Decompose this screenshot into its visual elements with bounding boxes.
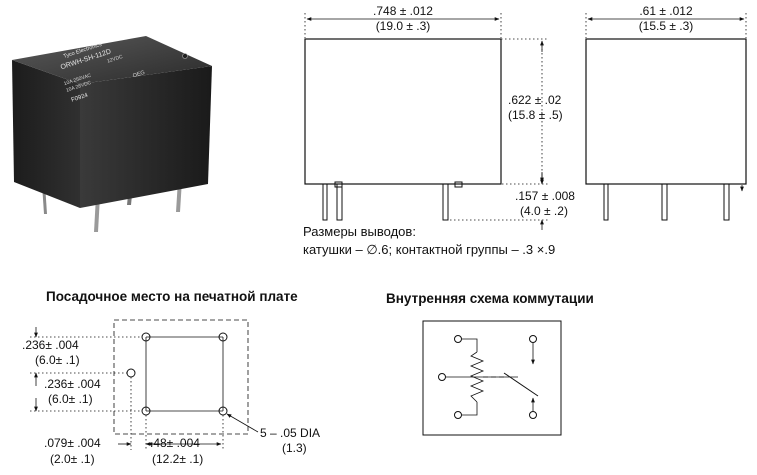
front-pin	[442, 183, 449, 221]
dim-3-in: .079± .004	[44, 436, 101, 450]
side-view-drawing: .61 ± .012 (15.5 ± .3)	[585, 4, 747, 221]
hole-icon	[218, 332, 228, 342]
coil-text: 12VDC	[106, 54, 124, 65]
front-width-mm: (19.0 ± .3)	[376, 19, 431, 33]
schematic-heading: Внутренняя схема коммутации	[386, 291, 594, 306]
side-view-body	[585, 38, 747, 185]
dim-2-in: .236± .004	[44, 377, 101, 391]
footprint-heading: Посадочное место на печатной плате	[46, 289, 298, 304]
hole-icon	[126, 368, 136, 378]
terminal-icon	[454, 411, 462, 419]
pin-length-in: .157 ± .008	[515, 189, 575, 203]
dim-1-in: .236± .004	[22, 338, 79, 352]
pcb-footprint: Посадочное место на печатной плате .236±…	[22, 289, 320, 466]
dim-2-mm: (6.0± .1)	[48, 392, 93, 406]
relay-photo: Tyco Electronics ORWH-SH-112D 12VDC 10A …	[12, 36, 212, 232]
hole-icon	[141, 332, 151, 342]
terminal-icon	[529, 411, 537, 419]
front-view-drawing: .748 ± .012 (19.0 ± .3) .622 ± .02 (15.8…	[304, 4, 575, 230]
front-pin	[336, 183, 343, 221]
front-height-in: .622 ± .02	[508, 93, 562, 107]
terminal-icon	[529, 335, 537, 343]
dim-4-in: .48± .004	[150, 436, 200, 450]
switch-contact-icon	[503, 372, 539, 397]
pin-note-line1: Размеры выводов:	[303, 224, 416, 239]
date-code: F0924	[71, 92, 90, 103]
dim-3-mm: (2.0± .1)	[50, 452, 95, 466]
side-width-in: .61 ± .012	[639, 4, 693, 18]
pin-note-line2: катушки – ∅.6; контактной группы – .3 ×.…	[303, 242, 555, 257]
dim-1-mm: (6.0± .1)	[35, 353, 80, 367]
terminal-icon	[454, 335, 462, 343]
country-text: OEG	[132, 70, 145, 79]
front-view-body	[304, 38, 502, 185]
schematic-frame	[422, 320, 562, 436]
pin1-dot-icon	[182, 53, 188, 59]
front-height-mm: (15.8 ± .5)	[508, 108, 563, 122]
side-pin	[661, 183, 668, 221]
side-pin	[723, 183, 730, 221]
side-width-mm: (15.5 ± .3)	[639, 19, 694, 33]
internal-schematic: Внутренняя схема коммутации	[386, 291, 594, 436]
pin-length-mm: (4.0 ± .2)	[520, 204, 568, 218]
front-width-in: .748 ± .012	[373, 4, 433, 18]
side-pin	[603, 183, 609, 221]
terminal-icon	[438, 373, 446, 381]
front-pin	[322, 183, 328, 221]
footprint-outline	[113, 319, 249, 435]
dim-4-mm: (12.2± .1)	[152, 452, 203, 466]
coil-icon	[469, 351, 485, 403]
hole-dia-label: 5 – .05 DIA	[260, 426, 320, 440]
hole-dia-mm: (1.3)	[282, 441, 307, 455]
